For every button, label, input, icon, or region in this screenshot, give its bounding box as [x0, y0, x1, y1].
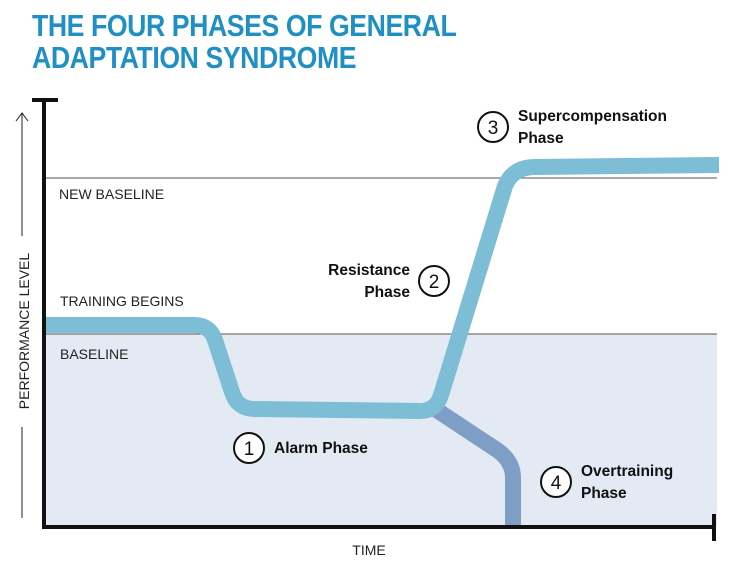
phase-2-label-line-1: Resistance: [328, 262, 410, 279]
phase-3-marker: 3 Supercompensation Phase: [477, 108, 667, 147]
phase-2-number: 2: [429, 272, 440, 293]
phase-1-marker: 1 Alarm Phase: [233, 432, 368, 464]
phase-3-label-line-2: Phase: [518, 130, 564, 147]
title-line-2: ADAPTATION SYNDROME: [32, 40, 357, 75]
title-line-1: THE FOUR PHASES OF GENERAL: [32, 8, 457, 43]
phase-4-label-line-1: Overtraining: [581, 463, 673, 480]
below-baseline-area: [45, 334, 717, 526]
phase-1-number: 1: [244, 439, 255, 460]
baseline-label: BASELINE: [60, 346, 128, 362]
phase-4-circle: [540, 466, 572, 498]
phase-2-label-line-2: Phase: [364, 284, 410, 301]
diagram-title: THE FOUR PHASES OF GENERAL ADAPTATION SY…: [32, 8, 457, 75]
y-axis-label: PERFORMANCE LEVEL: [16, 253, 32, 410]
overtraining-curve: [427, 400, 521, 526]
phase-4-number: 4: [551, 473, 562, 494]
performance-curve: [45, 157, 720, 419]
phase-1-circle: [233, 432, 265, 464]
new-baseline-label: NEW BASELINE: [59, 186, 164, 202]
phase-3-number: 3: [488, 118, 499, 139]
phase-2-circle: [418, 265, 450, 297]
phase-4-label-line-2: Phase: [581, 485, 627, 502]
phase-4-marker: 4 Overtraining Phase: [540, 463, 673, 502]
phase-2-marker: 2 Resistance Phase: [328, 262, 450, 301]
y-axis-arrow: [15, 112, 29, 518]
phase-3-circle: [477, 111, 509, 143]
phase-3-label-line-1: Supercompensation: [518, 108, 667, 125]
phase-1-label: Alarm Phase: [274, 440, 368, 457]
training-begins-label: TRAINING BEGINS: [60, 293, 184, 309]
x-axis-label: TIME: [352, 542, 385, 558]
